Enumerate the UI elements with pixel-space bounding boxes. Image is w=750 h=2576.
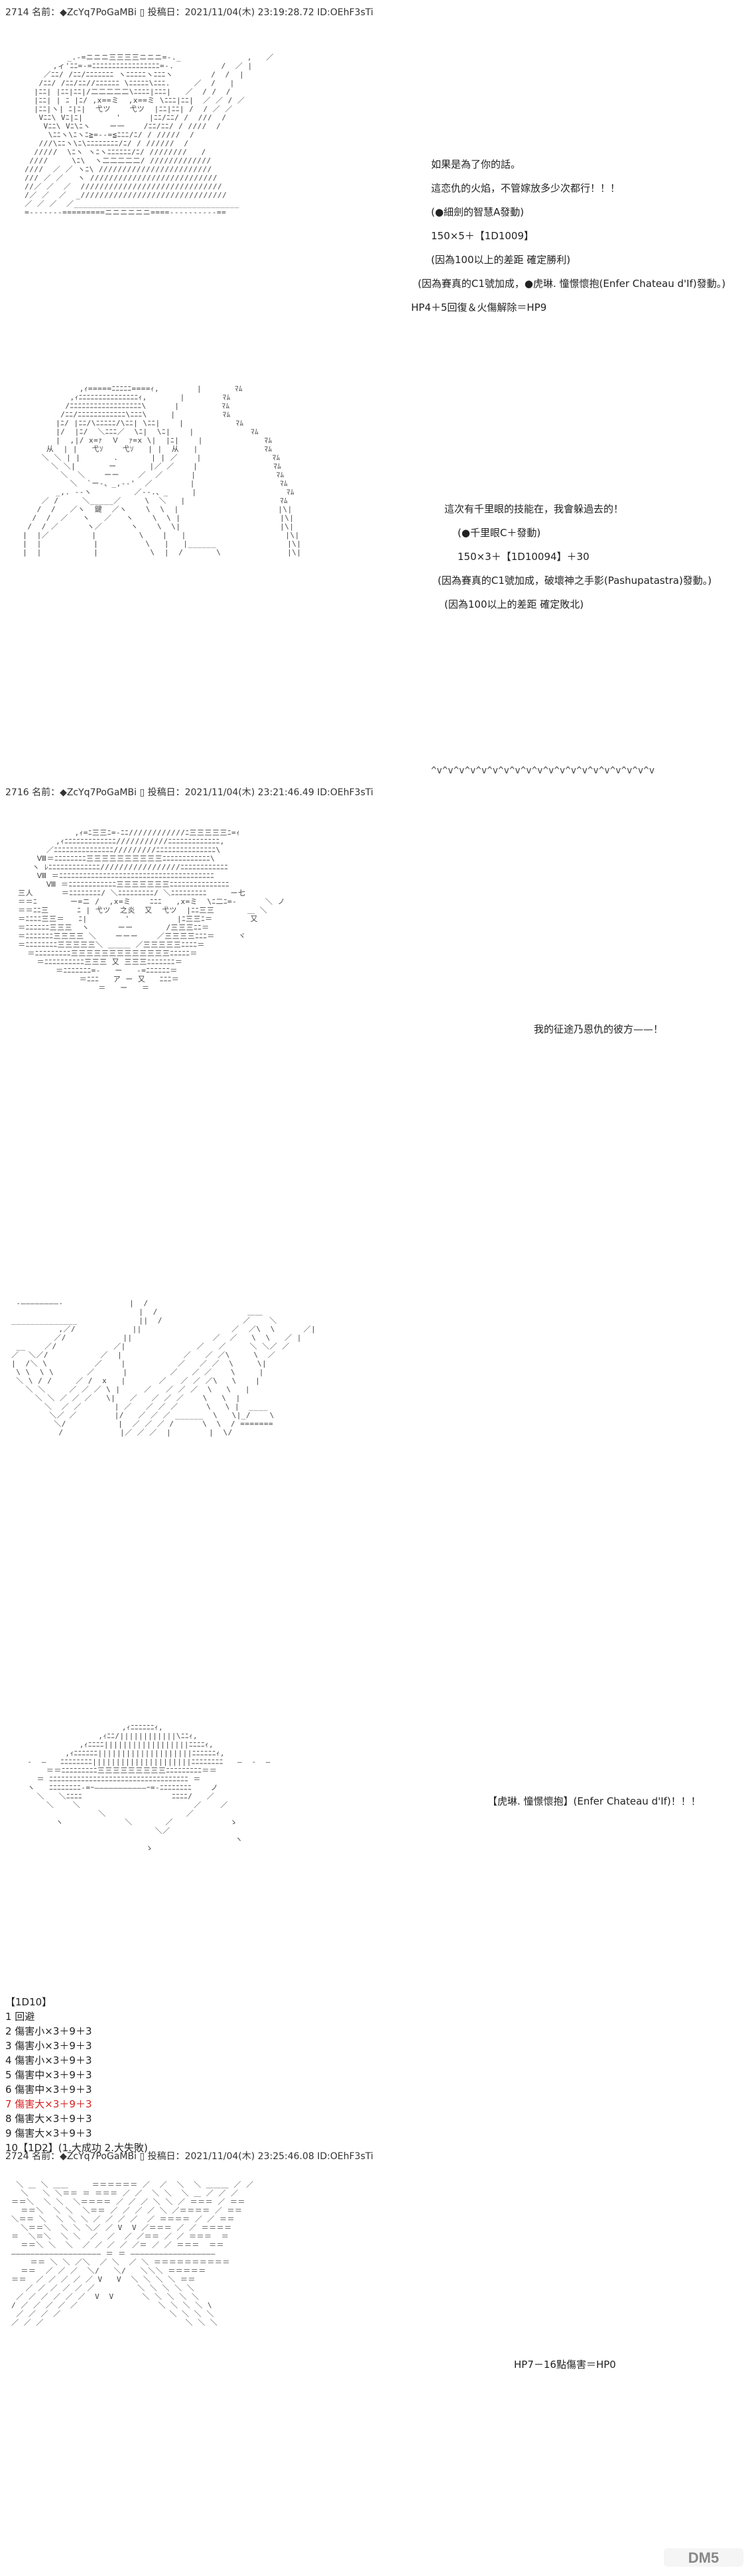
dialogue-block-4: 【虎琳. 憧憬懷抱】(Enfer Chateau d'If)！！！ <box>487 1789 701 1813</box>
dialogue-block-2: 這次有千里眼的技能在，我會躲過去的！ (●千里眼C＋發動) 150×3＋【1D1… <box>438 497 712 616</box>
dice-table: 【1D10】 1 回避 2 傷害小×3＋9＋3 3 傷害小×3＋9＋3 4 傷害… <box>5 1995 148 2155</box>
dice-item: 2 傷害小×3＋9＋3 <box>5 2025 92 2037</box>
dialogue-line: 150×5＋【1D1009】 <box>431 230 534 242</box>
dice-item: 9 傷害大×3＋9＋3 <box>5 2127 92 2139</box>
dialogue-line: (因為100以上的差距 確定勝利) <box>431 254 571 266</box>
svg-text:DM5: DM5 <box>688 2549 719 2566</box>
dice-item: 8 傷害大×3＋9＋3 <box>5 2113 92 2125</box>
dialogue-line: (●千里眼C＋發動) <box>458 527 541 539</box>
ascii-art-flame-5: ,ｨﾆﾆﾆﾆﾆﾆｨ, ,ｨﾆﾆ/||||||||||||\ﾆﾆｨ, ,ｨﾆﾆﾆﾆ… <box>27 1723 271 1852</box>
dice-item: 10【1D2】(1.大成功 2.大失敗) <box>5 2142 148 2154</box>
dialogue-line: (因為賽真的C1號加成，●虎琳. 憧憬懷抱(Enfer Chateau d'If… <box>418 278 726 290</box>
dice-item: 1 回避 <box>5 2011 35 2023</box>
post-header-1: 2714 名前：◆ZcYq7PoGaMBi ▯ 投稿日：2021/11/04(木… <box>5 7 373 18</box>
dialogue-line: 150×3＋【1D10094】＋30 <box>458 551 590 563</box>
dice-item: 4 傷害小×3＋9＋3 <box>5 2054 92 2066</box>
ascii-art-flame-3: ,ｨ=ﾆ三三ﾆ=-ﾆﾆ////////////ﾆ三三三三三ﾆ=ｨ ,ｨﾆﾆﾆﾆﾆ… <box>18 828 286 992</box>
dialogue-line: HP4＋5回復＆火傷解除＝HP9 <box>411 302 547 313</box>
post-header-2: 2716 名前：◆ZcYq7PoGaMBi ▯ 投稿日：2021/11/04(木… <box>5 787 373 798</box>
dice-item: 5 傷害中×3＋9＋3 <box>5 2069 92 2081</box>
dice-item: 3 傷害小×3＋9＋3 <box>5 2040 92 2052</box>
dice-item: 6 傷害中×3＋9＋3 <box>5 2084 92 2096</box>
dialogue-block-3: 我的征途乃恩仇的彼方——！ <box>534 1017 663 1041</box>
dialogue-line: 如果是為了你的話。 <box>431 158 521 170</box>
dialogue-block-5: HP7－16點傷害＝HP0 <box>514 2353 616 2377</box>
dialogue-line: 這恋仇的火焰，不管嫁放多少次都行！！！ <box>431 182 621 194</box>
dice-title: 【1D10】 <box>5 1996 52 2008</box>
dialogue-line: 這次有千里眼的技能在，我會躲過去的！ <box>444 503 624 515</box>
ascii-art-flame-1: _.-=ニニニ三三三三ニニニ=-._ , ／ ,ィ'ﾆﾆ=-=ﾆﾆﾆﾆﾆﾆﾆﾆﾆ… <box>25 53 274 217</box>
ascii-art-action-4: ‐――――――――‐ | / | / ＿＿ ______________ || … <box>11 1299 316 1437</box>
post-header-3: 2724 名前：◆ZcYq7PoGaMBi ▯ 投稿日：2021/11/04(木… <box>5 2151 373 2162</box>
ascii-art-explosion-6: ＼ ＿ ＼ ＿＿ ＝＝＝＝＝＝ ／ ／ ＼ ＼ ＿＿＿ ／ ／ ＼ ＼ ＼＝＝ … <box>11 2180 254 2327</box>
dialogue-line: (●細劍的智慧A發動) <box>431 206 525 218</box>
dialogue-line: 我的征途乃恩仇的彼方——！ <box>534 1023 664 1035</box>
dialogue-line: HP7－16點傷害＝HP0 <box>514 2359 616 2371</box>
wave-divider: ^v^v^v^v^v^v^v^v^v^v^v^v^v^v^v^v^v^v^v^v <box>431 765 655 776</box>
dialogue-block-1: 如果是為了你的話。 這恋仇的火焰，不管嫁放多少次都行！！！ (●細劍的智慧A發動… <box>411 152 725 319</box>
dice-item-highlighted: 7 傷害大×3＋9＋3 <box>5 2098 92 2110</box>
dm5-logo-icon: DM5 <box>664 2548 743 2567</box>
dialogue-line: 【虎琳. 憧憬懷抱】(Enfer Chateau d'If)！！！ <box>487 1795 701 1807</box>
dialogue-line: (因為100以上的差距 確定敗北) <box>444 598 584 610</box>
dialogue-line: (因為賽真的C1號加成，破壞神之手影(Pashupatastra)發動。) <box>438 575 712 587</box>
ascii-art-character-2: ,ｨ=====ﾆﾆﾆﾆﾆ====ｨ, | ﾏﾑ ,ｨﾆﾆﾆﾆﾆﾆﾆﾆﾆﾆﾆﾆﾆﾆ… <box>23 384 302 557</box>
